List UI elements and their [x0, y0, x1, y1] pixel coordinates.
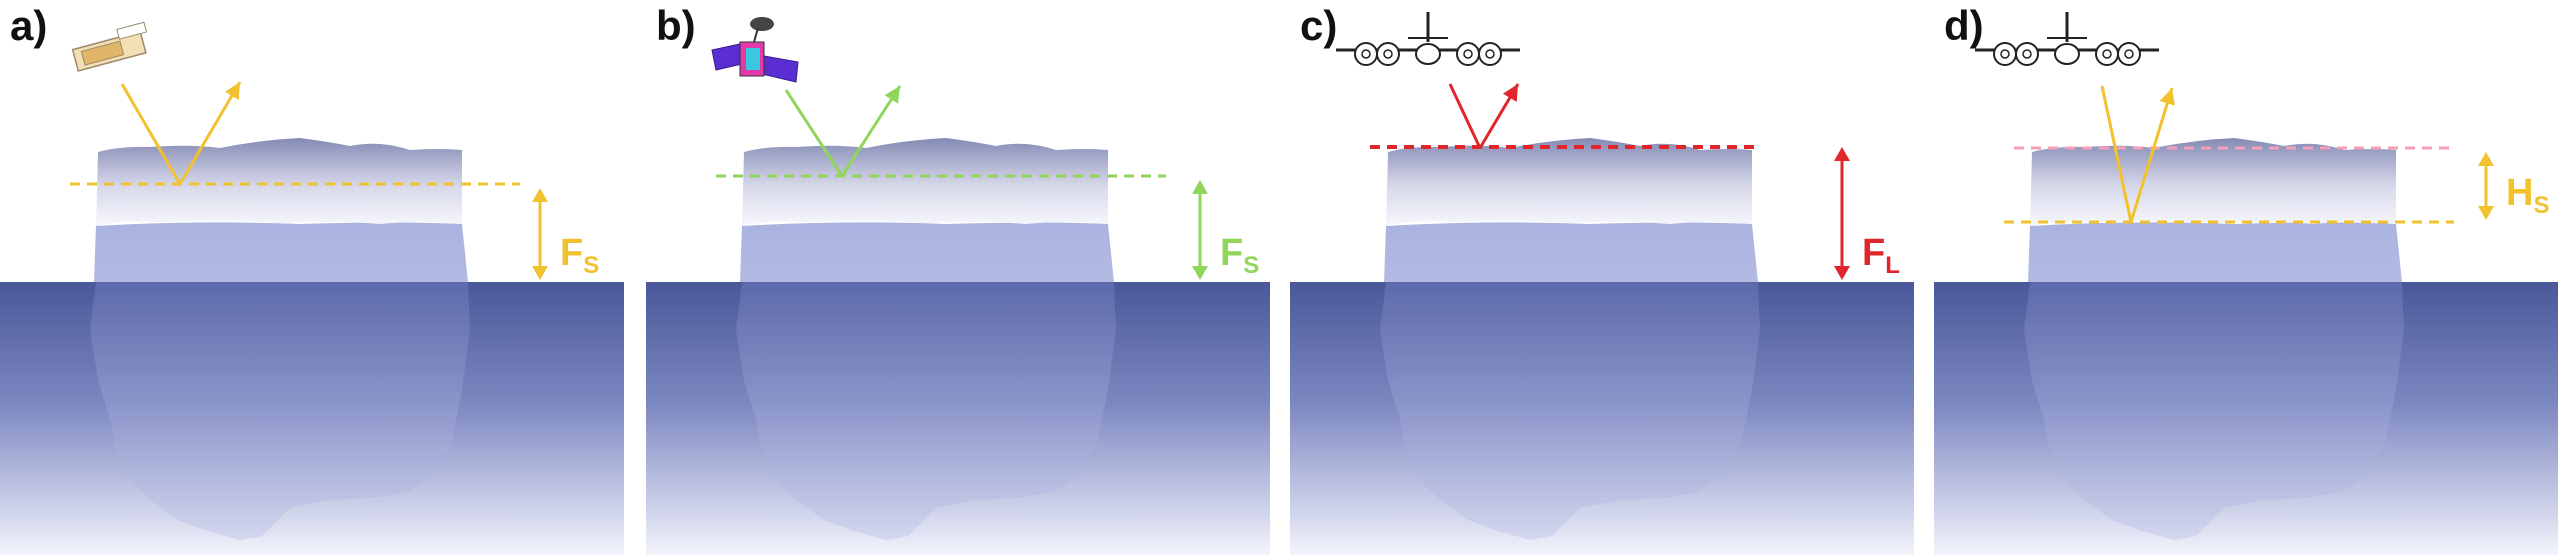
panel-a: a) FS [0, 2, 624, 555]
ray-arrowhead [1502, 84, 1518, 102]
reflected-ray [2129, 87, 2174, 223]
snow-layer [742, 138, 1108, 226]
iceberg-submerged [90, 282, 470, 540]
reflected-ray [178, 81, 242, 185]
measurement-label: FS [1220, 232, 1259, 279]
panel-letter: d) [1944, 2, 1984, 49]
snow-layer [1386, 138, 1752, 226]
measurement-arrow [2478, 152, 2494, 220]
iceberg-submerged [2024, 282, 2404, 540]
measurement-label: HS [2506, 172, 2549, 219]
iceberg-submerged [1380, 282, 1760, 540]
ray-arrowhead [224, 82, 240, 100]
satellite-icon [711, 17, 799, 83]
measurement-label: FL [1862, 232, 1900, 279]
snow-layer [96, 138, 462, 226]
incident-ray [120, 83, 182, 185]
iceberg-ice [1384, 222, 1758, 282]
iceberg-submerged [736, 282, 1116, 540]
measurement-arrow [1834, 147, 1850, 280]
reflected-ray [840, 85, 902, 177]
iceberg-ice [94, 222, 468, 282]
aircraft-icon [1975, 12, 2159, 66]
ray-arrowhead [2159, 88, 2175, 106]
ray-arrowhead [884, 86, 900, 104]
iceberg-ice [2028, 222, 2402, 282]
measurement-label: FS [560, 232, 599, 279]
incident-ray [2100, 85, 2133, 223]
snow-layer [2030, 138, 2396, 226]
incident-ray [784, 89, 844, 177]
iceberg-ice [740, 222, 1114, 282]
incident-ray [1448, 83, 1482, 149]
measurement-arrow [1192, 180, 1208, 280]
satellite-icon [71, 21, 148, 72]
panel-d: d) HS [1934, 2, 2558, 555]
measurement-arrow [532, 188, 548, 280]
panel-c: c) FL [1290, 2, 1914, 555]
aircraft-icon [1336, 12, 1520, 66]
panel-letter: a) [10, 2, 47, 49]
panel-letter: c) [1300, 2, 1337, 49]
panel-b: b) FS [646, 2, 1270, 555]
panel-letter: b) [656, 2, 696, 49]
